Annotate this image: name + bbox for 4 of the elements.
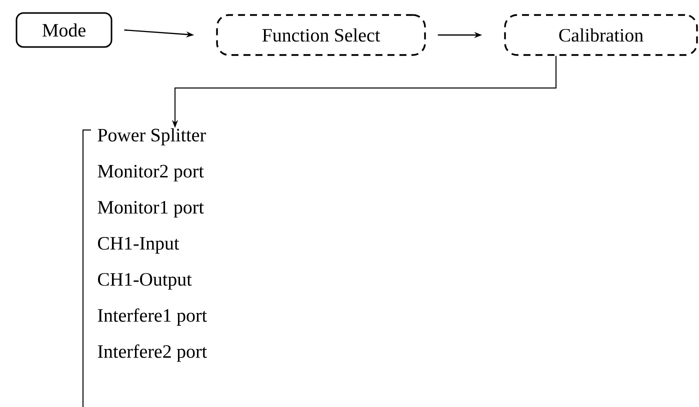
mode-box: Mode: [16, 12, 112, 48]
menu-box: Calibration: [504, 14, 698, 56]
menu-box: Function Select: [216, 14, 426, 56]
menu-list: Power Splitter Monitor2 port Monitor1 port CH1-Input CH1-Output Interfere1 port Interfere2 port: [98, 128, 207, 362]
